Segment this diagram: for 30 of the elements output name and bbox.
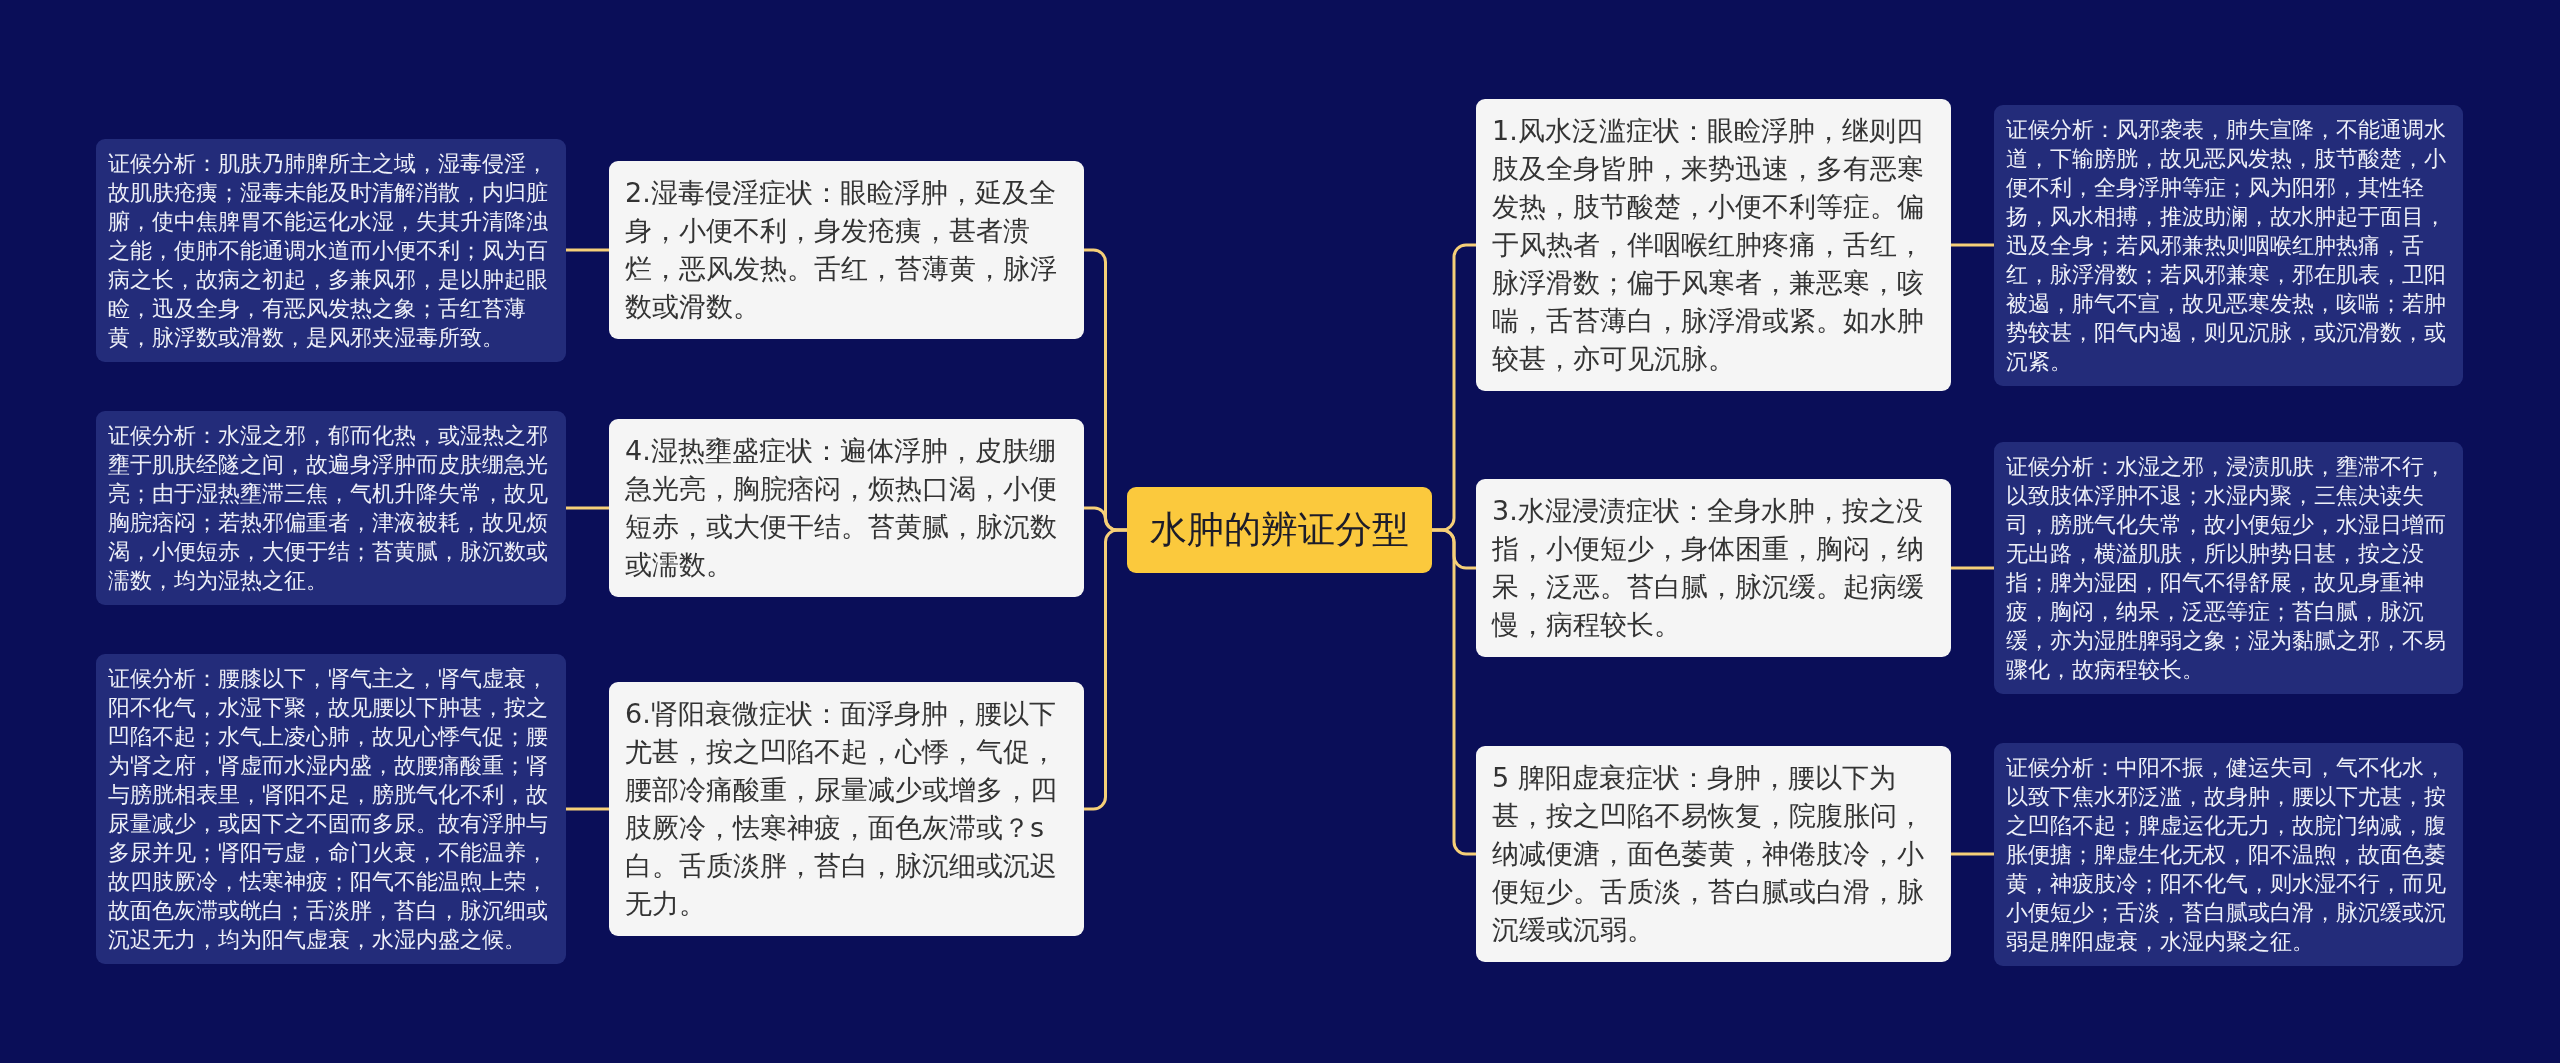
connector-line [1951,852,1994,856]
symptom-card [1476,746,1951,962]
connector-line [566,807,609,811]
analysis-text: 证候分析：水湿之邪，郁而化热，或湿热之邪壅于肌肤经隧之间，故遍身浮肿而皮肤绷急光亮；由于湿热壅滞三焦，气机升降失常，故见胸脘痞闷；若热邪偏重者，津液被耗，故见烦渴，小便短赤，大便于结；苔黄腻，脉沉数或濡数，均为湿热之征。 [108,422,549,595]
connector-line [1432,528,1476,856]
symptom-card [609,161,1084,339]
symptom-card [1476,99,1951,391]
connector-line [1951,243,1994,247]
symptom-text: 3.水湿浸渍症状：全身水肿，按之没指，小便短少，身体困重，胸闷，纳呆，泛恶。苔白腻，脉沉缓。起病缓慢，病程较长。 [1492,494,1925,642]
connector-line [566,506,609,510]
symptom-text: 6.肾阳衰微症状：面浮身肿，腰以下尤甚，按之凹陷不起，心悸，气促，腰部冷痛酸重，尿量减少或增多，四肢厥冷，怯寒神疲，面色灰滞或？s白。舌质淡胖，苔白，脉沉细或沉迟无力。 [625,697,1058,921]
analysis-text: 证候分析：水湿之邪，浸渍肌肤，壅滞不行，以致肢体浮肿不退；水湿内聚，三焦决读失司，膀胱气化失常，故小便短少，水湿日增而无出路，横溢肌肤，所以肿势日甚，按之没指；脾为湿困，阳气不得舒展，故见身重神疲，胸闷，纳呆，泛恶等症；苔白腻，脉沉缓，亦为湿胜脾弱之象；湿为黏腻之邪，不易骤化，故病程较长。 [2006,453,2447,684]
central-topic [1127,487,1432,573]
analysis-card [96,411,566,605]
symptom-card [609,419,1084,597]
symptom-text: 1.风水泛滥症状：眼睑浮肿，继则四肢及全身皆肿，来势迅速，多有恶寒发热，肢节酸楚，小便不利等症。偏于风热者，伴咽喉红肿疼痛，舌红，脉浮滑数；偏于风寒者，兼恶寒，咳喘，舌苔薄白，脉浮滑或紧。如水肿较甚，亦可见沉脉。 [1492,114,1925,376]
connector-line [1951,566,1994,570]
connector-line [566,248,609,252]
topic-title: 水肿的辨证分型 [1150,507,1409,553]
symptom-text: 4.湿热壅盛症状：遍体浮肿，皮肤绷急光亮，胸脘痞闷，烦热口渴，小便短赤，或大便干结。苔黄腻，脉沉数或濡数。 [625,434,1058,582]
analysis-text: 证候分析：中阳不振，健运失司，气不化水，以致下焦水邪泛滥，故身肿，腰以下尤甚，按之凹陷不起；脾虚运化无力，故脘门纳减，腹胀便搪；脾虚生化无权，阳不温煦，故面色萎黄，神疲肢冷；阳不化气，则水湿不行，而见小便短少；舌淡，苔白腻或白滑，脉沉缓或沉弱是脾阳虚衰，水湿内聚之征。 [2006,754,2447,956]
analysis-text: 证候分析：肌肤乃肺脾所主之域，湿毒侵淫，故肌肤疮痍；湿毒未能及时清解消散，内归脏腑，使中焦脾胃不能运化水湿，失其升清降浊之能，使肺不能通调水道而小便不利；风为百病之长，故病之初起，多兼风邪，是以肿起眼睑，迅及全身，有恶风发热之象；舌红苔薄黄，脉浮数或滑数，是风邪夹湿毒所致。 [108,150,549,352]
analysis-text: 证候分析：腰膝以下，肾气主之，肾气虚衰，阳不化气，水湿下聚，故见腰以下肿甚，按之凹陷不起；水气上凌心肺，故见心悸气促；腰为肾之府，肾虚而水湿内盛，故腰痛酸重；肾与膀胱相表里，肾阳不足，膀胱气化不利，故尿量减少，或因下之不固而多尿。故有浮肿与多尿并见；肾阳亏虚，命门火衰，不能温养，故四肢厥冷，怯寒神疲；阳气不能温煦上荣，故面色灰滞或㿠白；舌淡胖，苔白，脉沉细或沉迟无力，均为阳气虚衰，水湿内盛之候。 [108,665,549,954]
analysis-card [96,139,566,362]
analysis-text: 证候分析：风邪袭表，肺失宣降，不能通调水道，下输膀胱，故见恶风发热，肢节酸楚，小便不利，全身浮肿等症；风为阳邪，其性轻扬，风水相搏，推波助澜，故水肿起于面目，迅及全身；若风邪兼热则咽喉红肿热痛，舌红，脉浮滑数；若风邪兼寒，邪在肌表，卫阳被遏，肺气不宣，故见恶寒发热，咳喘；若肿势较甚，阳气内遏，则见沉脉，或沉滑数，或沉紧。 [2006,116,2447,376]
connector-line [1084,528,1127,811]
symptom-card [609,682,1084,936]
symptom-text: 2.湿毒侵淫症状：眼睑浮肿，延及全身，小便不利，身发疮痍，甚者溃烂，恶风发热。舌红，苔薄黄，脉浮数或滑数。 [625,176,1058,324]
symptom-card [1476,479,1951,657]
symptom-text: 5 脾阳虚衰症状：身肿，腰以下为甚，按之凹陷不易恢复，院腹胀问，纳减便溏，面色萎黄，神倦肢冷，小便短少。舌质淡，苔白腻或白滑，脉沉缓或沉弱。 [1492,761,1925,947]
